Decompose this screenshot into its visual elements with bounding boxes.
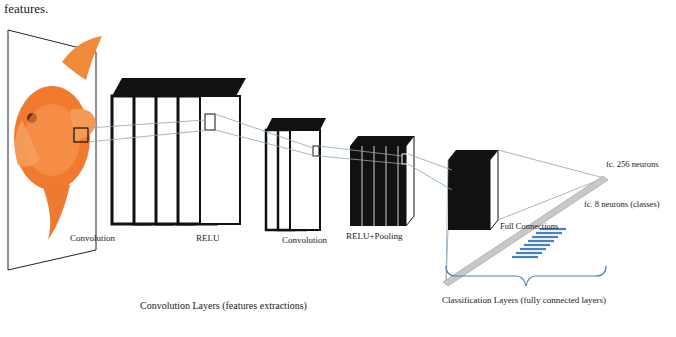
feature-maps-1 <box>112 78 246 224</box>
fish-picture <box>14 36 102 240</box>
layer-label: Full Connections <box>500 222 558 231</box>
fc-8-neurons <box>512 229 566 257</box>
group-bracket <box>446 266 606 286</box>
layer-label: fc. 256 neurons <box>606 160 659 169</box>
full-connection-block <box>448 150 498 230</box>
fc-256-bar <box>443 176 608 286</box>
layer-label: Classification Layers (fully connected l… <box>442 296 606 306</box>
layer-label: Convolution <box>70 234 115 244</box>
text-fragment: features. <box>4 2 48 16</box>
layer-label: RELU <box>196 234 220 244</box>
layer-label: Convolution <box>282 236 327 246</box>
pooled-maps <box>350 136 414 226</box>
layer-label: RELU+Pooling <box>346 232 403 242</box>
layer-label: Convolution Layers (features extractions… <box>140 300 307 311</box>
layer-label: fc. 8 neurons (classes) <box>584 200 660 209</box>
projection-lines <box>88 114 604 284</box>
